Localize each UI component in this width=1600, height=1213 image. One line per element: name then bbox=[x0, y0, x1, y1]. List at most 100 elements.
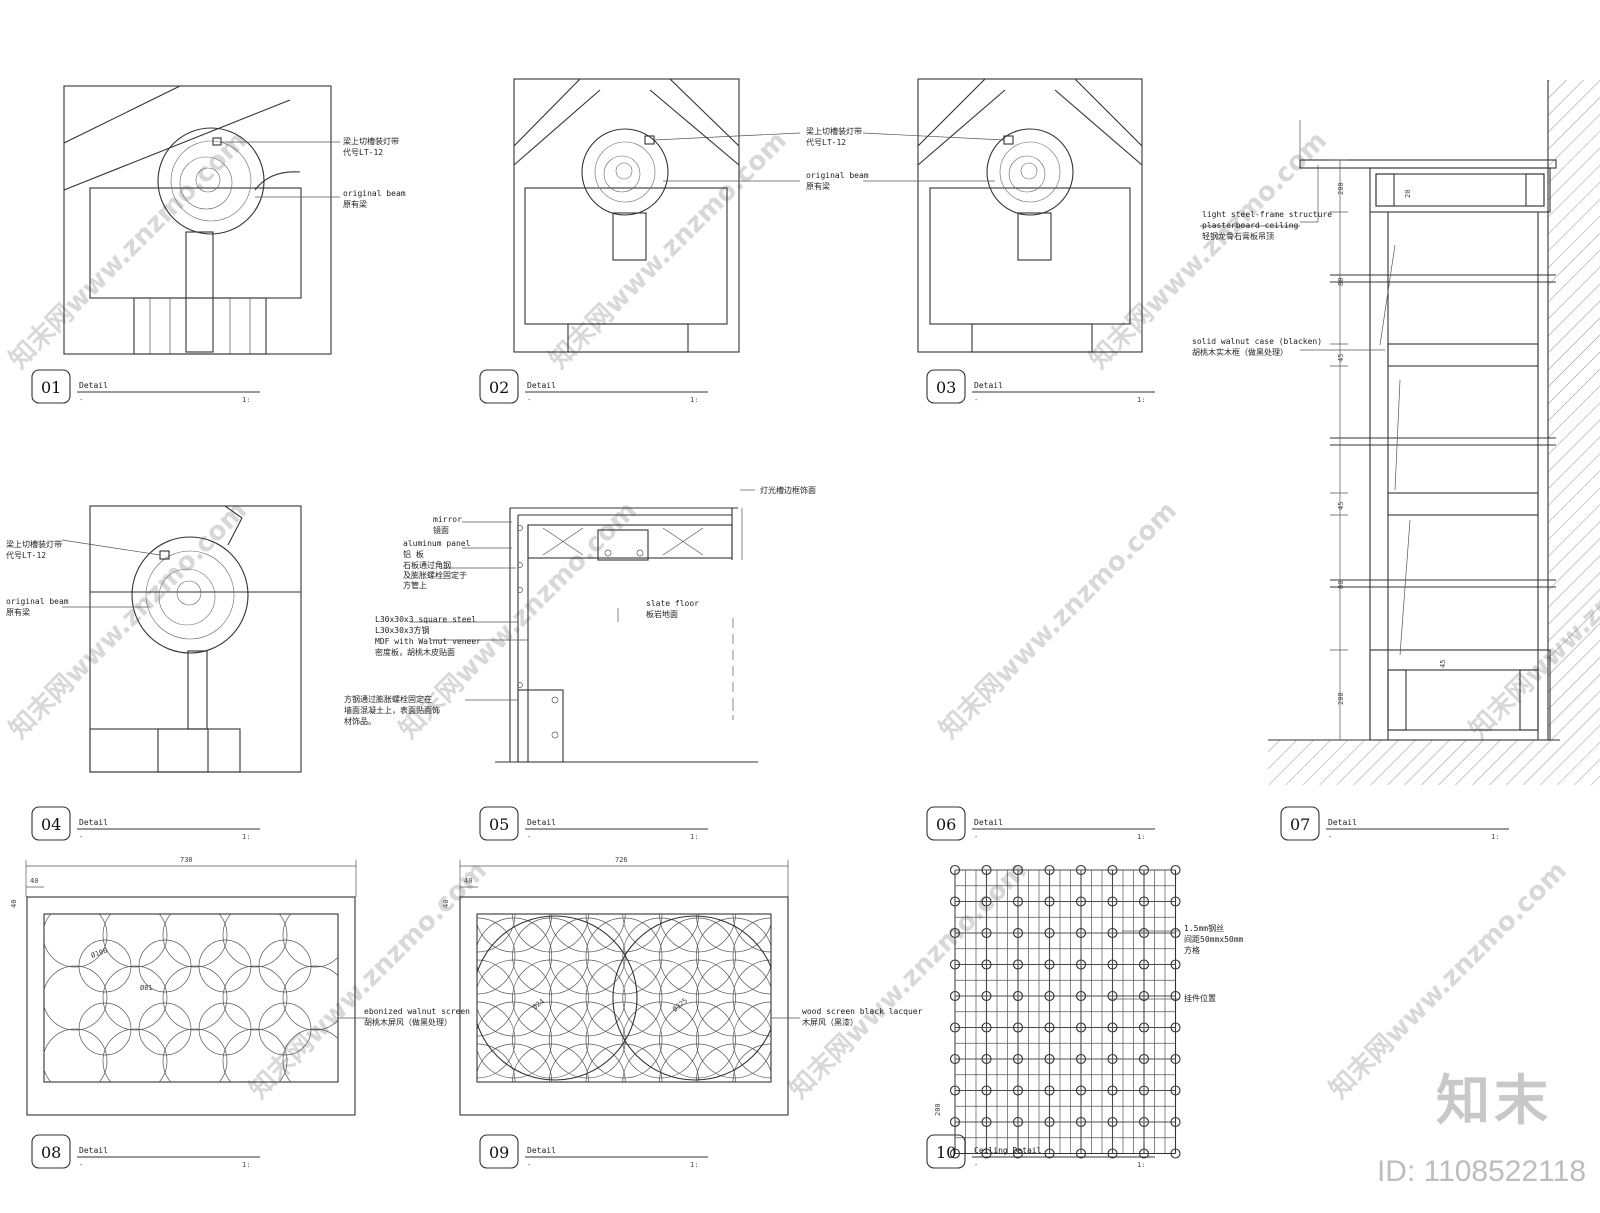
hanger-point bbox=[1107, 1148, 1118, 1159]
detail-subtitle: - bbox=[1328, 833, 1332, 841]
document-id: ID: 1108522118 bbox=[1376, 1155, 1586, 1188]
d02-note-beam-cn: 原有梁 bbox=[806, 181, 830, 191]
detail-title: Ceiling Detail bbox=[974, 1146, 1042, 1155]
screen-arc bbox=[695, 917, 771, 995]
detail-subtitle: - bbox=[79, 1161, 83, 1169]
screen-ring-small bbox=[258, 939, 312, 993]
detail-number-box bbox=[479, 806, 519, 841]
svg-text:知末网www.znzmo.com: 知末网www.znzmo.com bbox=[244, 856, 493, 1105]
hanger-point bbox=[1012, 990, 1024, 1002]
d10-note-wire-3: 方格 bbox=[1184, 945, 1200, 955]
hanger-point bbox=[1107, 1085, 1118, 1096]
d09-dim-top: 40 bbox=[442, 900, 450, 908]
detail-scale: 1: bbox=[1137, 833, 1145, 841]
screen-arc bbox=[659, 1043, 736, 1082]
screen-arc bbox=[512, 914, 589, 953]
hanger-point bbox=[1044, 927, 1055, 939]
detail-number: 08 bbox=[41, 1143, 61, 1162]
detail-number: 09 bbox=[489, 1143, 509, 1162]
d07-note-ceiling-en: light steel-frame structure bbox=[1202, 210, 1332, 219]
d10-note-wire-1: 1.5mm钢丝 bbox=[1184, 923, 1224, 933]
screen-arc bbox=[548, 1001, 626, 1079]
d05-note-mirror-cn: 镜面 bbox=[433, 525, 449, 535]
hanger-point bbox=[1012, 1085, 1024, 1096]
detail-scale: 1: bbox=[1137, 1161, 1145, 1169]
screen-ring bbox=[282, 965, 338, 1031]
hanger-point bbox=[981, 1148, 992, 1159]
hanger-point bbox=[1138, 1053, 1150, 1065]
hanger-point bbox=[1075, 927, 1087, 939]
hanger-point bbox=[1012, 864, 1024, 876]
hanger-point bbox=[1107, 959, 1118, 970]
hanger-point bbox=[1138, 1148, 1150, 1159]
screen-arc bbox=[695, 959, 771, 1037]
detail-number-box bbox=[479, 369, 519, 404]
d01-note-beam-cn: 原有梁 bbox=[343, 199, 367, 209]
screen-arc bbox=[622, 1001, 700, 1079]
hanger-point bbox=[1170, 990, 1181, 1002]
d02-note-light: 梁上切槽装灯带 bbox=[806, 126, 862, 136]
detail-title: Detail bbox=[527, 381, 556, 390]
d09-note-en: wood screen black lacquer bbox=[802, 1007, 923, 1016]
detail-scale: 1: bbox=[1137, 396, 1145, 404]
detail-subtitle: - bbox=[974, 396, 978, 404]
d02-note-beam-en: original beam bbox=[806, 171, 869, 180]
d08-note-en: ebonized walnut screen bbox=[364, 1007, 470, 1016]
detail-number-box bbox=[926, 369, 966, 404]
screen-arc bbox=[695, 1001, 771, 1079]
d05-note-square-2: 墙面混凝土上，表面贴面饰 bbox=[344, 705, 440, 715]
screen-ring bbox=[102, 965, 168, 1031]
detail-title: Detail bbox=[974, 381, 1003, 390]
hanger-point bbox=[1044, 1053, 1055, 1065]
screen-arc bbox=[512, 1043, 589, 1082]
detail-number: 01 bbox=[41, 378, 61, 397]
detail-subtitle: - bbox=[974, 1161, 978, 1169]
d08-dim-dia1: Ø106 bbox=[90, 947, 109, 960]
detail-05-drawing bbox=[410, 489, 758, 763]
screen-ring-small bbox=[138, 1002, 192, 1056]
hanger-point bbox=[981, 959, 992, 970]
detail-number-box bbox=[31, 806, 71, 841]
screen-arc bbox=[477, 914, 553, 953]
hanger-point bbox=[949, 959, 961, 970]
screen-arc bbox=[622, 914, 700, 953]
d05-note-aluminum-en: aluminum panel bbox=[403, 539, 471, 548]
hanger-point bbox=[981, 864, 992, 876]
detail-title: Detail bbox=[974, 818, 1003, 827]
detail-08-drawing bbox=[25, 860, 368, 1116]
hanger-point bbox=[1044, 1116, 1055, 1128]
hanger-point bbox=[1044, 1085, 1055, 1096]
detail-09-drawing bbox=[459, 860, 800, 1116]
detail-number: 06 bbox=[936, 815, 956, 834]
hanger-point bbox=[1170, 1022, 1181, 1033]
hanger-point bbox=[1075, 1022, 1087, 1033]
detail-title: Detail bbox=[79, 381, 108, 390]
detail-scale: 1: bbox=[690, 396, 698, 404]
d07-note-ceiling-en2: plasterboard ceiling bbox=[1202, 221, 1299, 230]
hanger-point bbox=[1107, 1053, 1118, 1065]
svg-text:知末网www.znzmo.com: 知末网www.znzmo.com bbox=[934, 496, 1183, 745]
hanger-point bbox=[1138, 959, 1150, 970]
hanger-point bbox=[1107, 896, 1118, 907]
screen-arc bbox=[548, 959, 626, 1037]
hanger-point bbox=[1044, 1148, 1055, 1159]
hanger-point bbox=[1075, 959, 1087, 970]
screen-arc bbox=[732, 959, 771, 1037]
screen-arc bbox=[622, 917, 700, 995]
screen-ring bbox=[44, 965, 108, 1031]
detail-title: Detail bbox=[1328, 818, 1357, 827]
hanger-point bbox=[1107, 927, 1118, 939]
detail-subtitle: - bbox=[527, 396, 531, 404]
d04-note-beam-en: original beam bbox=[6, 597, 69, 606]
hanger-point bbox=[1107, 1022, 1118, 1033]
detail-number: 04 bbox=[41, 815, 61, 834]
d05-note-fix-1: 石板通过角钢 bbox=[403, 560, 451, 570]
d07-dim-e: 45 bbox=[1337, 502, 1345, 510]
d07-dim-h: 45 bbox=[1439, 660, 1447, 668]
detail-04-drawing bbox=[61, 505, 302, 773]
svg-text:知末网www.znzmo.com: 知末网www.znzmo.com bbox=[4, 126, 253, 375]
